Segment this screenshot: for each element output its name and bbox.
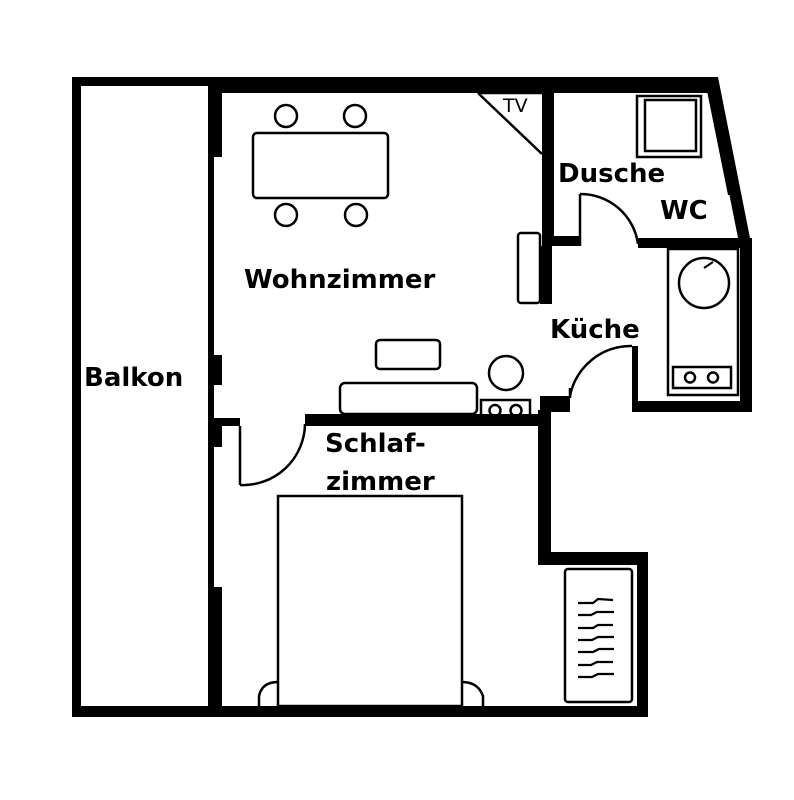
plant bbox=[487, 354, 525, 392]
tv-corner: TV bbox=[477, 91, 543, 155]
bedroom-door-swing bbox=[239, 423, 307, 487]
balcony-wall-seg-2 bbox=[208, 157, 214, 357]
nightstand-right bbox=[461, 680, 485, 706]
top-wall bbox=[208, 77, 718, 93]
balkon-label: Balkon bbox=[84, 363, 183, 393]
wohnzimmer-label: Wohnzimmer bbox=[244, 265, 435, 295]
wardrobe bbox=[563, 567, 634, 704]
bedroom-top-wall-left bbox=[208, 418, 240, 426]
sink bbox=[677, 256, 731, 310]
sofa bbox=[338, 381, 479, 416]
inner-walls bbox=[208, 77, 752, 717]
wardrobe-hangers bbox=[578, 597, 614, 679]
balcony-wall-seg-5 bbox=[208, 425, 222, 447]
kitchen-door-swing bbox=[568, 344, 633, 397]
balcony-wall-seg-6 bbox=[208, 447, 214, 587]
nightstand-left bbox=[257, 680, 279, 706]
tv-label: TV bbox=[502, 95, 528, 117]
balcony-wall-seg-3 bbox=[208, 355, 222, 385]
living-kitchen-wall bbox=[540, 246, 552, 304]
outer-walls bbox=[72, 77, 752, 717]
shower-tray-inner bbox=[643, 98, 698, 153]
bedroom-right-wall-lower bbox=[637, 552, 648, 717]
dining-table bbox=[251, 131, 390, 200]
bedroom-step-wall bbox=[538, 552, 648, 565]
schlafzimmer-label-line2: zimmer bbox=[326, 467, 435, 497]
bed bbox=[276, 494, 464, 708]
bedroom-furniture bbox=[257, 494, 634, 708]
cooktop-small-burner-1 bbox=[488, 403, 502, 418]
bath-slanted-wall-inner bbox=[706, 86, 738, 195]
bath-left-wall bbox=[542, 86, 554, 246]
kitchen-bottom-wall bbox=[632, 401, 752, 412]
coffee-table bbox=[374, 338, 442, 371]
kitchen-counter bbox=[666, 247, 740, 397]
bath-bottom-wall-left bbox=[542, 236, 580, 246]
chair-top-left bbox=[273, 103, 299, 129]
cooktop-small bbox=[479, 398, 532, 423]
dining-set bbox=[251, 103, 390, 228]
kitchen-bottom-wall-left bbox=[540, 396, 570, 412]
balcony-wall-seg-4 bbox=[208, 385, 214, 425]
stove-burner-1 bbox=[683, 371, 697, 384]
chair-top-right bbox=[342, 103, 368, 129]
doors bbox=[238, 192, 640, 487]
balcony-wall-seg-1 bbox=[208, 77, 222, 157]
balcony-outer-wall-top bbox=[72, 77, 220, 86]
bath-door-swing bbox=[579, 192, 640, 245]
bedroom-top-wall-right bbox=[305, 414, 551, 426]
bottom-wall bbox=[72, 706, 648, 717]
kueche-label: Küche bbox=[550, 315, 640, 345]
kitchen-corner-post bbox=[632, 346, 638, 412]
chair-bottom-right bbox=[343, 202, 369, 228]
balcony-wall-seg-7 bbox=[208, 587, 222, 717]
stove bbox=[671, 365, 733, 390]
living-furniture bbox=[338, 231, 542, 423]
chair-bottom-left bbox=[273, 202, 299, 228]
stove-burner-2 bbox=[706, 371, 720, 384]
schlafzimmer-label-line1: Schlaf- bbox=[325, 429, 426, 459]
bathroom-fixtures bbox=[635, 94, 703, 159]
shower-tray-outer bbox=[635, 94, 703, 159]
kitchen-right-wall bbox=[740, 240, 752, 412]
cooktop-small-burner-2 bbox=[509, 403, 523, 418]
bedroom-right-wall-upper bbox=[538, 410, 551, 565]
wc-label: WC bbox=[660, 196, 708, 226]
balcony-outer-wall-left bbox=[72, 77, 81, 717]
side-cabinet bbox=[516, 231, 542, 305]
kitchen-fixtures bbox=[666, 247, 740, 397]
dusche-label: Dusche bbox=[558, 159, 665, 189]
bath-bottom-wall-right bbox=[638, 238, 752, 248]
